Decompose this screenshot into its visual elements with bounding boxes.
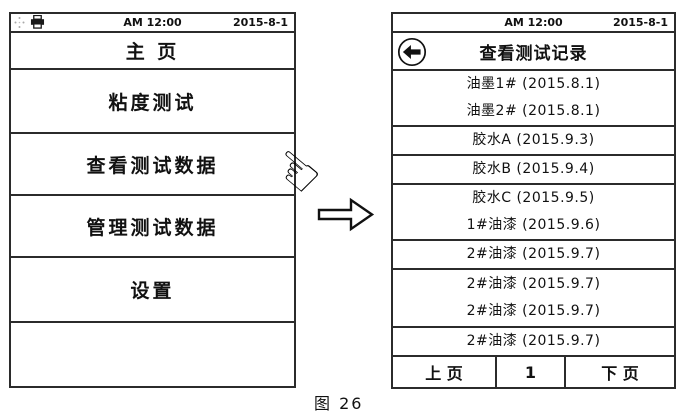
home-menu-screen: AM 12:00 2015-8-1 主 页 粘度测试 查看测试数据 管理测试数据… [9, 12, 296, 388]
record-item[interactable]: 2#油漆 (2015.9.7) [466, 246, 601, 262]
page-number-indicator: 1 [495, 357, 566, 387]
record-group: 油墨1# (2015.8.1) 油墨2# (2015.8.1) [393, 71, 674, 127]
menu-item-home[interactable]: 主 页 [11, 33, 294, 70]
page-title: 查看测试记录 [479, 43, 588, 64]
record-item[interactable]: 胶水C (2015.9.5) [472, 190, 595, 206]
record-group: 胶水A (2015.9.3) [393, 127, 674, 156]
clock-date: 2015-8-1 [232, 16, 288, 29]
transition-right-arrow-icon [317, 197, 375, 232]
back-button[interactable] [397, 37, 427, 67]
record-item[interactable]: 2#油漆 (2015.9.7) [466, 303, 601, 319]
record-item[interactable]: 1#油漆 (2015.9.6) [466, 217, 601, 233]
clock-time: AM 12:00 [123, 16, 182, 29]
menu-item-manage-test-data[interactable]: 管理测试数据 [11, 196, 294, 258]
menu-item-label: 管理测试数据 [86, 216, 219, 239]
record-group: 2#油漆 (2015.9.7) 2#油漆 (2015.9.7) [393, 270, 674, 328]
printer-icon [30, 15, 45, 29]
clock-date: 2015-8-1 [612, 16, 668, 29]
status-icons [14, 15, 45, 29]
menu-item-viscosity-test[interactable]: 粘度测试 [11, 70, 294, 134]
menu-item-label: 粘度测试 [108, 91, 197, 114]
record-item[interactable]: 胶水A (2015.9.3) [472, 132, 595, 148]
records-title-bar: 查看测试记录 [393, 33, 674, 71]
record-group: 2#油漆 (2015.9.7) [393, 328, 674, 357]
record-group: 2#油漆 (2015.9.7) [393, 241, 674, 270]
next-page-button[interactable]: 下 页 [566, 357, 674, 387]
test-records-screen: AM 12:00 2015-8-1 查看测试记录 油墨1# (2015.8.1)… [391, 12, 676, 389]
right-status-bar: AM 12:00 2015-8-1 [393, 14, 674, 33]
prev-page-button[interactable]: 上 页 [393, 357, 495, 387]
pagination-bar: 上 页 1 下 页 [393, 357, 674, 387]
crosshair-icon [14, 16, 25, 28]
record-item[interactable]: 2#油漆 (2015.9.7) [466, 276, 601, 292]
record-item[interactable]: 油墨2# (2015.8.1) [466, 103, 601, 119]
back-arrow-icon [397, 37, 427, 67]
menu-item-settings[interactable]: 设置 [11, 258, 294, 323]
record-group: 胶水B (2015.9.4) [393, 156, 674, 185]
figure-caption: 图 26 [314, 394, 364, 413]
clock-time: AM 12:00 [504, 16, 563, 29]
left-status-bar: AM 12:00 2015-8-1 [11, 14, 294, 33]
menu-item-view-test-data[interactable]: 查看测试数据 [11, 134, 294, 196]
record-item[interactable]: 胶水B (2015.9.4) [472, 161, 595, 177]
menu-item-label: 主 页 [125, 41, 180, 63]
record-item[interactable]: 2#油漆 (2015.9.7) [466, 333, 601, 349]
menu-item-label: 查看测试数据 [86, 154, 219, 177]
menu-item-label: 设置 [130, 280, 175, 302]
record-item[interactable]: 油墨1# (2015.8.1) [466, 76, 601, 92]
menu-empty-row [11, 323, 294, 386]
record-group: 胶水C (2015.9.5) 1#油漆 (2015.9.6) [393, 185, 674, 241]
